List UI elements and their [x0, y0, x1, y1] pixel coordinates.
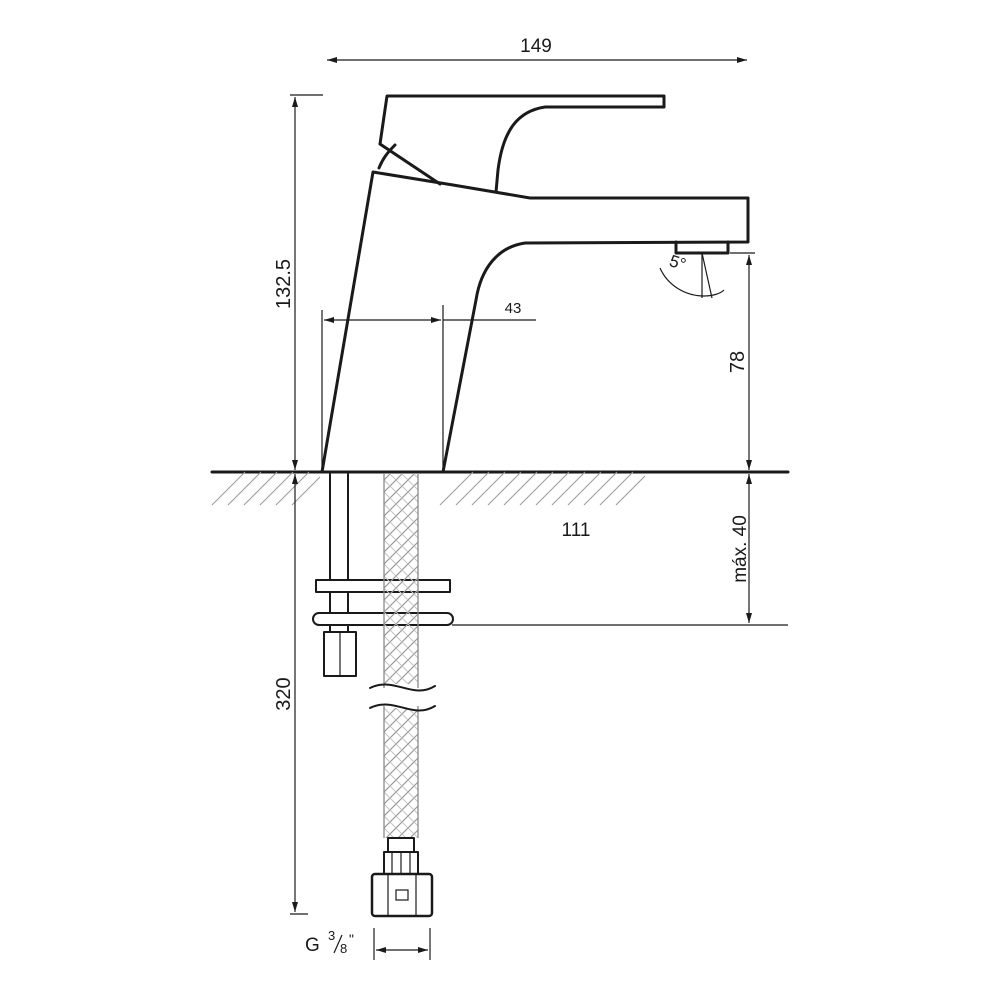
hose-lower-edges: [383, 706, 419, 838]
hose-nut-g38: [370, 872, 434, 918]
angle-arc: [659, 267, 725, 297]
hose-upper-edges: [383, 474, 419, 688]
mounting-rod-lower: [329, 624, 349, 633]
break-mark-upper: [369, 683, 436, 692]
faucet-body-outline: [320, 170, 750, 474]
label-projection: 111: [562, 520, 591, 541]
angle-tilted-ref: [701, 252, 713, 299]
dimension-hose-length: 320: [273, 474, 308, 915]
hose-ferrule: [387, 837, 415, 853]
break-mark-lower: [369, 703, 436, 712]
label-base-width: 43: [505, 300, 522, 317]
hose-nut-center: [395, 889, 409, 901]
mounting-rod-mid: [329, 591, 349, 614]
lever-handle: [377, 94, 666, 194]
dimension-max-thickness: máx. 40: [452, 474, 788, 626]
fixing-bracket: [312, 612, 454, 626]
label-spout-angle: 5°: [667, 251, 688, 274]
fraction-slash: [333, 934, 343, 954]
dimension-base-width: 43: [321, 300, 536, 468]
countertop-hatching: [211, 471, 646, 506]
dimension-total-height: 132.5: [273, 94, 323, 470]
mounting-rod: [329, 473, 349, 581]
label-connector-prefix: G: [305, 935, 320, 956]
label-hose-length: 320: [273, 677, 295, 710]
countertop: [210, 470, 790, 506]
crimp-lines: [391, 852, 411, 874]
mounting-parts: [312, 473, 454, 677]
label-total-height: 132.5: [273, 259, 295, 309]
label-total-width: 149: [520, 36, 552, 57]
dimension-spout-height: 78: [727, 252, 755, 470]
dimension-projection: 111: [562, 520, 591, 541]
cartridge-outline: [377, 142, 442, 186]
dimension-connector-thread: G 3 8 ": [305, 928, 431, 960]
label-connector-numerator: 3: [328, 928, 335, 943]
label-spout-height: 78: [727, 351, 749, 373]
label-connector-denominator: 8: [340, 941, 347, 956]
faucet-body: [320, 170, 750, 474]
washer-plate: [315, 579, 451, 593]
dimension-total-width: 149: [327, 36, 747, 63]
label-connector-unit: ": [349, 931, 354, 947]
dimension-spout-angle: 5°: [659, 251, 725, 299]
lever-outline: [378, 94, 666, 194]
hose-lower-braid: [384, 708, 418, 838]
label-max-thickness: máx. 40: [730, 515, 751, 583]
hose-upper-braid: [384, 474, 418, 684]
braided-hose: [369, 474, 436, 918]
